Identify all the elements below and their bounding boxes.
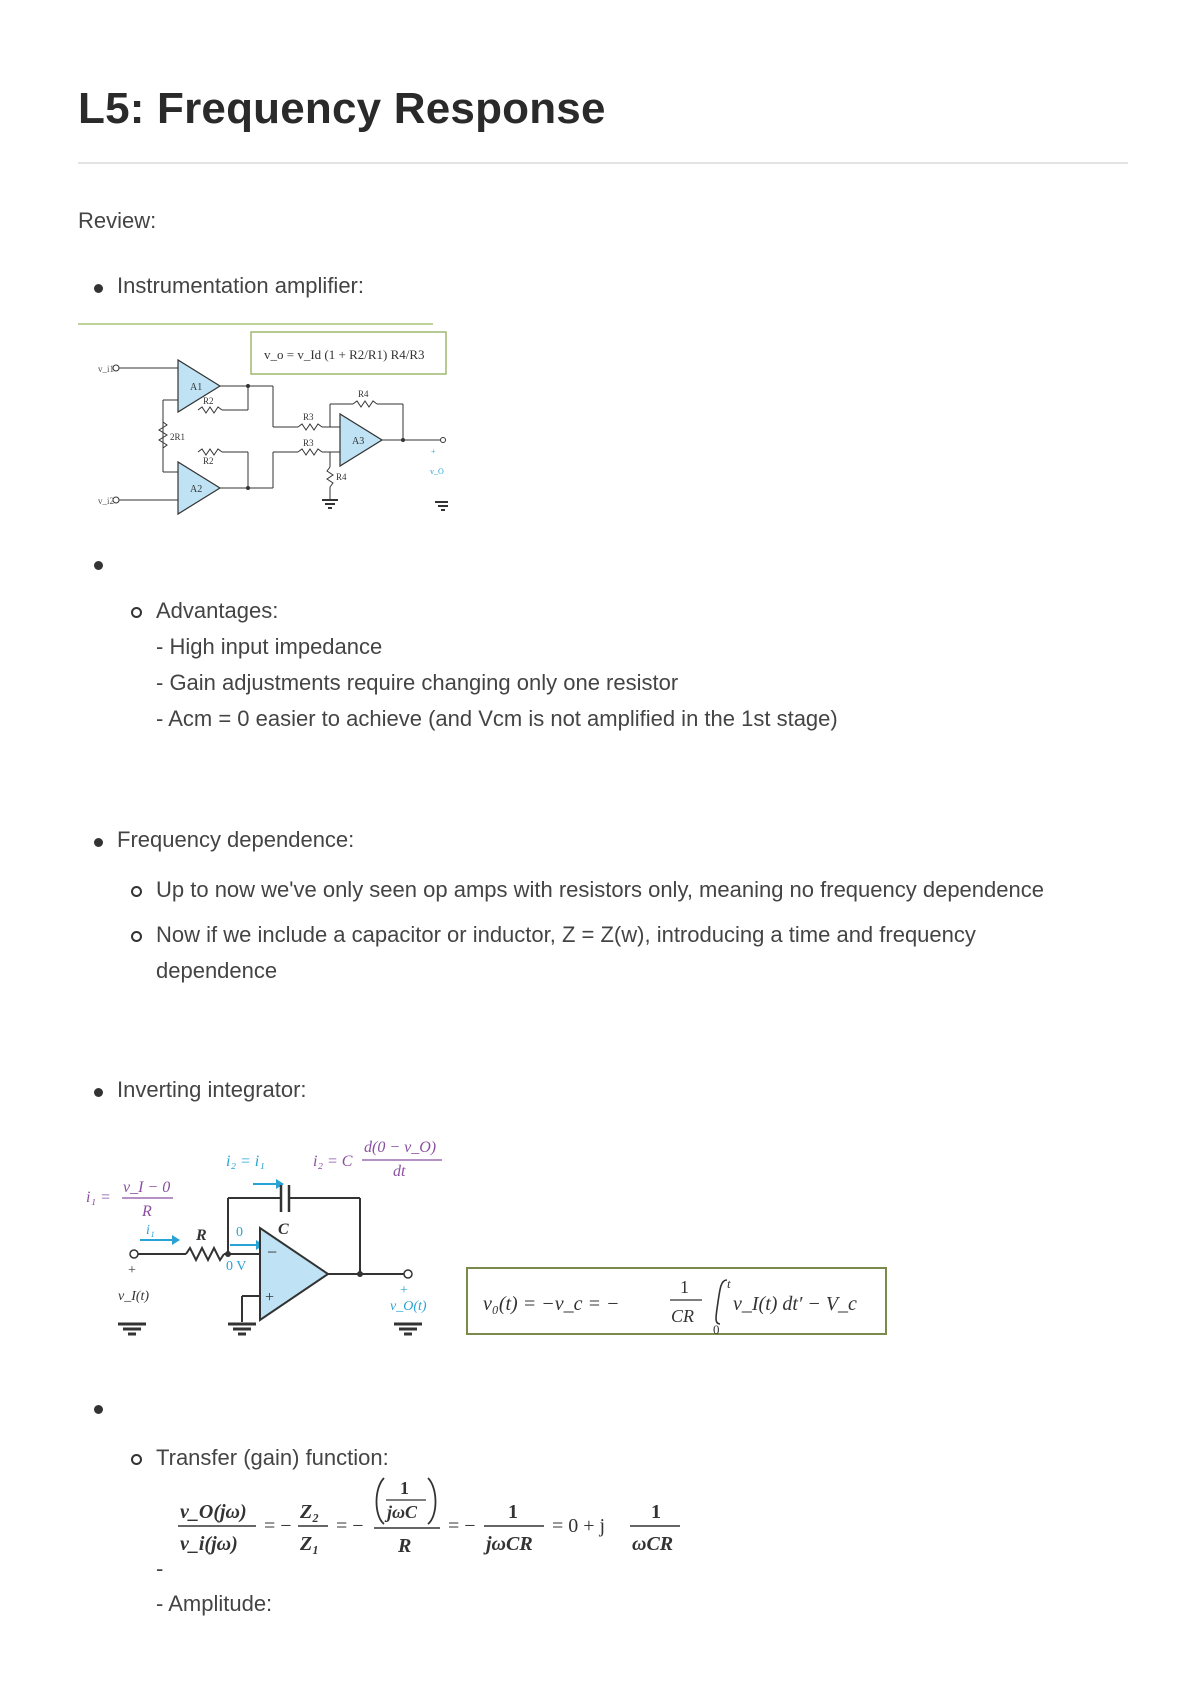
svg-text:CR: CR: [671, 1306, 694, 1326]
sub-bullet-circle: [131, 931, 142, 942]
advantage-item: - Gain adjustments require changing only…: [156, 670, 679, 695]
transfer-dash: -: [156, 1556, 164, 1581]
svg-text:1: 1: [508, 1501, 518, 1523]
svg-text:Z₁: Z₁: [299, 1533, 319, 1555]
svg-text:Z₂: Z₂: [299, 1501, 319, 1523]
svg-text:+: +: [431, 447, 436, 456]
sub-bullet-circle: [131, 607, 142, 618]
svg-text:R3: R3: [303, 412, 314, 422]
instrumentation-equation: v_o = v_Id (1 + R2/R1) R4/R3: [264, 347, 425, 362]
svg-text:i₁: i₁: [146, 1223, 155, 1238]
integrator-equation-box: [466, 1267, 887, 1335]
svg-text:+: +: [128, 1263, 136, 1278]
svg-text:jωC: jωC: [384, 1502, 418, 1522]
svg-text:= 0 + j: = 0 + j: [552, 1515, 605, 1537]
bullet-dot: [94, 1405, 103, 1414]
svg-text:dt: dt: [393, 1163, 406, 1180]
sub-bullet-circle: [131, 1454, 142, 1465]
transfer-function-equation: v_O(jω) v_i(jω) = − Z₂ Z₁ = − 1 jωC R = …: [178, 1477, 680, 1557]
svg-text:t: t: [727, 1276, 731, 1291]
bullet-dot: [94, 284, 103, 293]
svg-text:ωCR: ωCR: [632, 1533, 673, 1555]
svg-text:2R1: 2R1: [170, 432, 185, 442]
page-title: L5: Frequency Response: [78, 84, 606, 133]
svg-text:+: +: [265, 1289, 274, 1306]
svg-text:R: R: [141, 1203, 152, 1220]
svg-text:v_O: v_O: [430, 467, 444, 476]
svg-text:v_O(t): v_O(t): [390, 1299, 427, 1314]
svg-text:1: 1: [651, 1501, 661, 1523]
svg-text:jωCR: jωCR: [483, 1533, 533, 1555]
svg-text:R4: R4: [358, 389, 369, 399]
svg-text:C: C: [278, 1221, 289, 1238]
svg-text:R: R: [397, 1535, 411, 1557]
svg-text:d(0 − v_O): d(0 − v_O): [364, 1139, 436, 1156]
svg-text:i₂ = C: i₂ = C: [313, 1153, 353, 1170]
svg-text:R: R: [195, 1227, 207, 1244]
frequency-item: Now if we include a capacitor or inducto…: [156, 922, 976, 947]
svg-text:= −: = −: [448, 1515, 476, 1537]
svg-text:+: +: [400, 1283, 408, 1298]
svg-text:1: 1: [400, 1478, 409, 1498]
transfer-label: Transfer (gain) function:: [156, 1445, 389, 1470]
svg-text:v_i1: v_i1: [98, 364, 114, 374]
bullet-dot: [94, 1088, 103, 1097]
svg-text:0: 0: [236, 1225, 243, 1240]
advantages-label: Advantages:: [156, 598, 279, 623]
svg-text:A1: A1: [190, 382, 202, 393]
svg-text:v_I − 0: v_I − 0: [123, 1179, 170, 1196]
amplitude-label: - Amplitude:: [156, 1591, 273, 1616]
svg-text:R2: R2: [203, 396, 214, 406]
bullet-dot: [94, 561, 103, 570]
svg-text:R4: R4: [336, 472, 347, 482]
advantage-item: - High input impedance: [156, 634, 383, 659]
svg-text:v_I(t): v_I(t): [118, 1289, 149, 1304]
svg-text:v_O(jω): v_O(jω): [180, 1501, 247, 1523]
svg-text:= −: = −: [264, 1515, 292, 1537]
svg-text:A2: A2: [190, 484, 202, 495]
svg-text:v_i2: v_i2: [98, 496, 114, 506]
instrumentation-label: Instrumentation amplifier:: [117, 273, 364, 298]
bullet-dot: [94, 838, 103, 847]
integrator-label: Inverting integrator:: [117, 1077, 307, 1102]
review-label: Review:: [78, 208, 157, 233]
svg-text:A3: A3: [352, 436, 364, 447]
svg-text:R3: R3: [303, 438, 314, 448]
inverting-integrator-figure: i₁ = v_I − 0 R i₂ = i₁ i₂ = C d(0 − v_O)…: [86, 1139, 887, 1337]
title-divider: [78, 162, 1128, 164]
frequency-item-continued: dependence: [156, 958, 278, 983]
advantage-item: - Acm = 0 easier to achieve (and Vcm is …: [156, 706, 838, 731]
svg-text:v₀(t) = −v_c = −: v₀(t) = −v_c = −: [483, 1293, 619, 1315]
frequency-item: Up to now we've only seen op amps with r…: [156, 877, 1044, 902]
svg-text:v_i(jω): v_i(jω): [180, 1533, 238, 1555]
sub-bullet-circle: [131, 886, 142, 897]
svg-text:1: 1: [680, 1277, 689, 1297]
svg-text:i₁ =: i₁ =: [86, 1189, 111, 1206]
svg-text:0 V: 0 V: [226, 1259, 246, 1274]
instrumentation-amplifier-figure: v_o = v_Id (1 + R2/R1) R4/R3 A1 A2 A3 v_…: [78, 323, 448, 516]
svg-text:v_I(t) dt′ − V_c: v_I(t) dt′ − V_c: [733, 1293, 857, 1315]
svg-text:−: −: [267, 1242, 277, 1262]
svg-text:= −: = −: [336, 1515, 364, 1537]
frequency-label: Frequency dependence:: [117, 827, 355, 852]
svg-text:R2: R2: [203, 456, 214, 466]
svg-text:0: 0: [713, 1322, 720, 1337]
svg-text:i₂ = i₁: i₂ = i₁: [226, 1153, 265, 1170]
